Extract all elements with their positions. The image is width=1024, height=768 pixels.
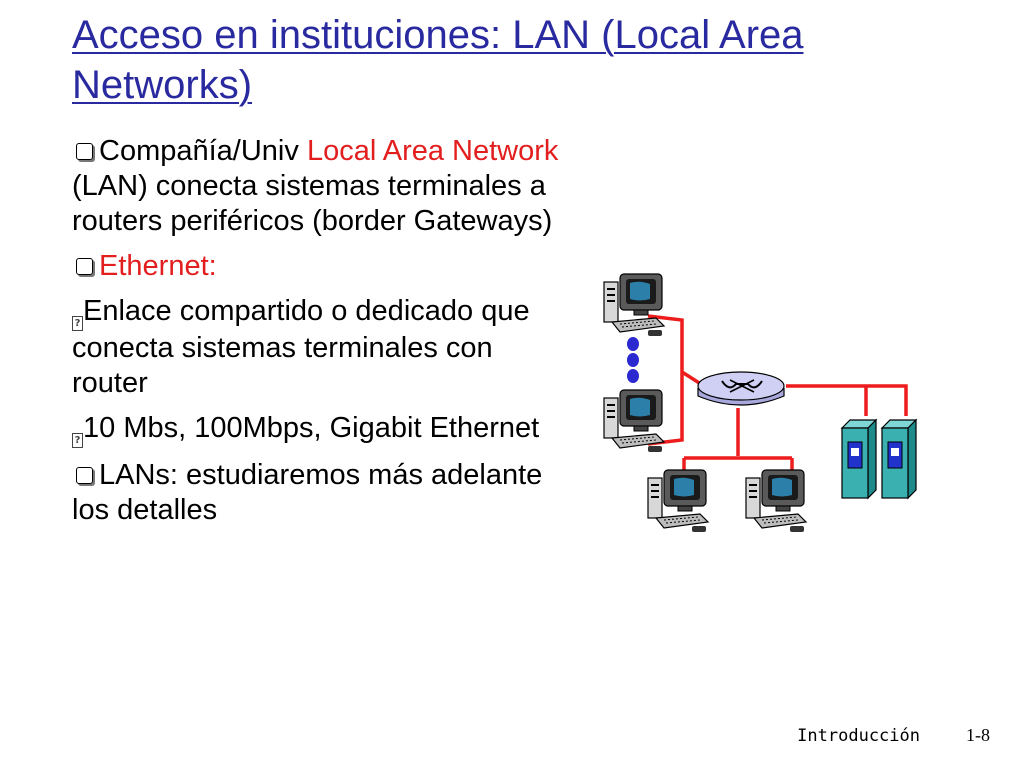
missing-glyph-bullet-icon: ?: [72, 433, 83, 448]
desktop-computer-icon: [603, 273, 665, 337]
desktop-computer-icon: [745, 469, 807, 533]
router-icon: [697, 371, 785, 406]
bullet-lans-text: LANs: estudiaremos más adelante los deta…: [72, 459, 543, 526]
footer-page-number: 1-8: [966, 725, 990, 745]
bullet-ethernet-label: Ethernet:: [99, 250, 217, 282]
bullet-lan-pre: Compañía/Univ: [99, 135, 307, 167]
slide-title: Acceso en instituciones: LAN (Local Area…: [72, 13, 804, 107]
footer-section-label: Introducción: [797, 726, 920, 746]
square-bullet-icon: [76, 257, 93, 275]
bullet-lan-red: Local Area Network: [306, 135, 559, 167]
bullet-lan-definition: Compañía/Univ Local Area Network (LAN) c…: [72, 134, 572, 239]
square-bullet-icon: [76, 142, 93, 160]
lan-diagram: [603, 273, 917, 533]
desktop-computer-icon: [603, 389, 665, 453]
server-icon: [881, 419, 917, 499]
square-bullet-icon: [76, 466, 93, 484]
bullet-lan-post: (LAN) conecta sistemas terminales a rout…: [72, 170, 553, 237]
lan-links: [647, 314, 908, 474]
ellipsis-dots: [627, 337, 639, 383]
bullet-speeds: ?10 Mbs, 100Mbps, Gigabit Ethernet: [72, 411, 572, 448]
server-icon: [841, 419, 877, 499]
bullet-lans-later: LANs: estudiaremos más adelante los deta…: [72, 458, 572, 528]
bullet-list: Compañía/Univ Local Area Network (LAN) c…: [72, 134, 572, 538]
missing-glyph-bullet-icon: ?: [72, 316, 83, 331]
bullet-ethernet: Ethernet:: [72, 249, 572, 284]
desktop-computer-icon: [647, 469, 709, 533]
bullet-shared-link: ?Enlace compartido o dedicado que conect…: [72, 294, 572, 401]
bullet-speeds-text: 10 Mbs, 100Mbps, Gigabit Ethernet: [83, 412, 540, 444]
bullet-shared-link-text: Enlace compartido o dedicado que conecta…: [72, 295, 530, 399]
